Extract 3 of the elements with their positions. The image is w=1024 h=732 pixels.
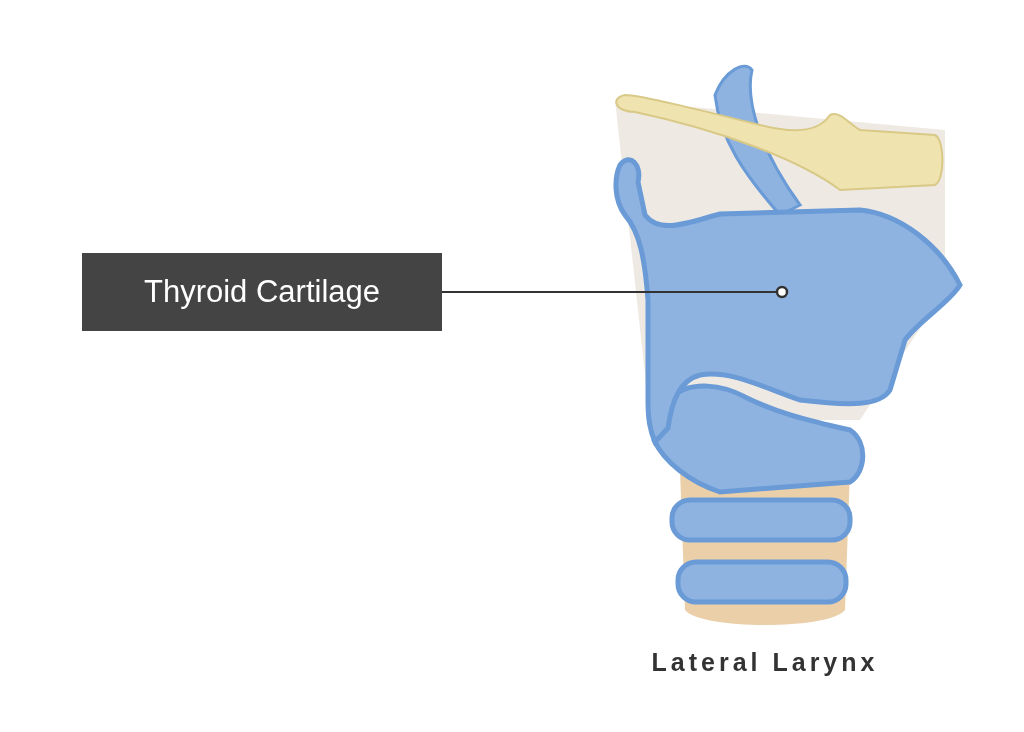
label-box: Thyroid Cartilage <box>82 253 442 331</box>
figure-caption: Lateral Larynx <box>650 648 880 677</box>
leader-line <box>441 285 789 299</box>
